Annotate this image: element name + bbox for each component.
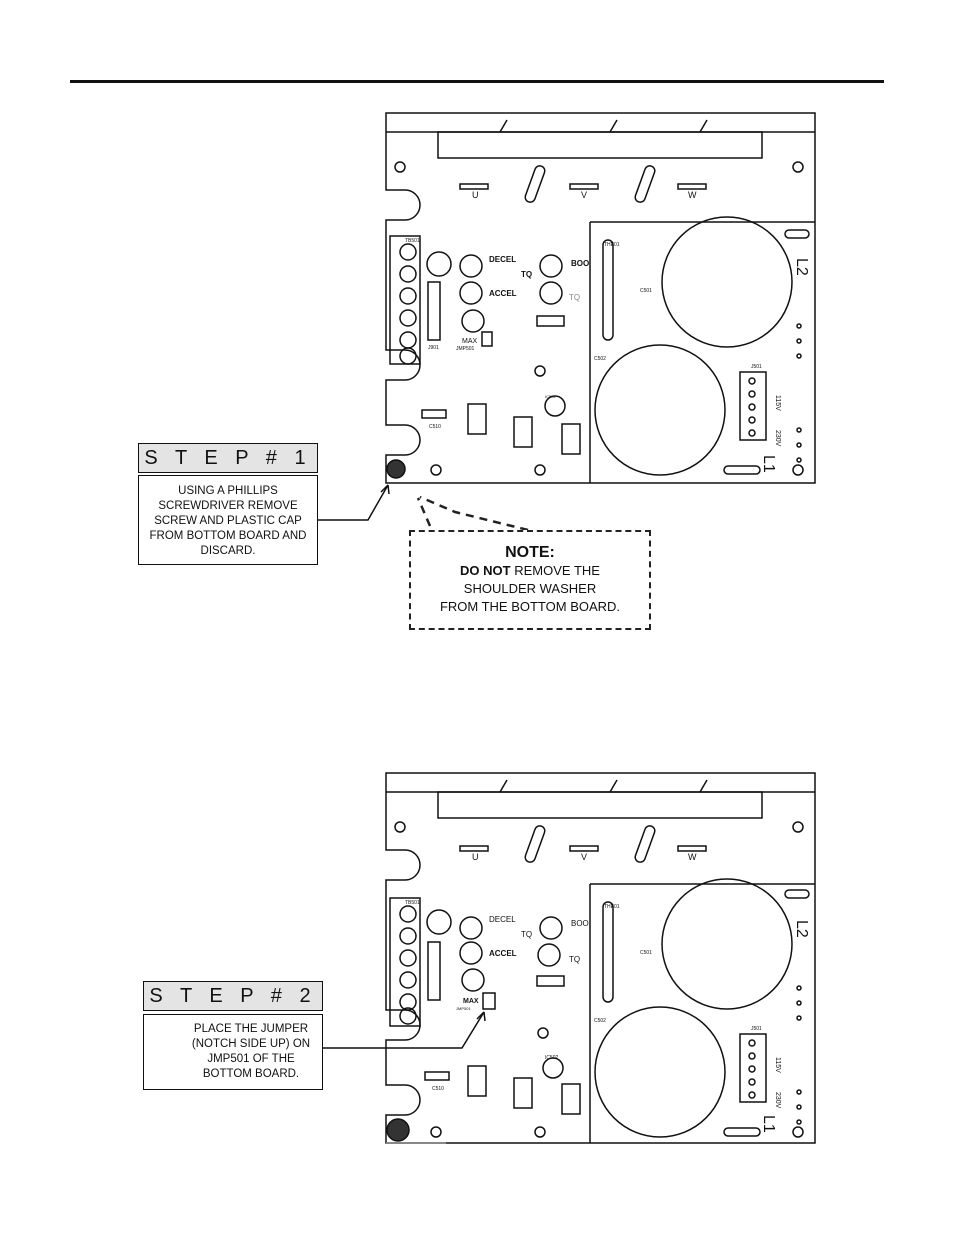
board1-w-label: W [688, 190, 697, 200]
step1-title: S T E P # 1 [138, 443, 318, 473]
board1-ic-label: IC502 [545, 394, 556, 399]
board2-tq-label: TQ [569, 955, 580, 964]
board2-boost-label: BOO [571, 919, 589, 928]
board2-w-label: W [688, 852, 697, 862]
board1-j501-label: J501 [751, 364, 762, 370]
board1-the-label: THE01 [604, 242, 620, 248]
board2-accel-label: ACCEL [489, 949, 517, 958]
board2-ic-label: IC502 [545, 1055, 559, 1061]
board2-230v-label: 230V [774, 1092, 781, 1109]
board1-j901-label: J901 [428, 345, 439, 351]
board2-max-label: MAX [463, 998, 479, 1005]
board1-c510-label: C510 [429, 424, 441, 430]
board1-l1-label: L1 [760, 455, 777, 473]
step2-title: S T E P # 2 [143, 981, 323, 1011]
board2-l2-label: L2 [793, 920, 810, 938]
note-leader [419, 495, 529, 532]
board1-boost-label: BOO [571, 259, 589, 268]
board1-max-label: MAX [462, 338, 478, 345]
board1-tq-led-label: TQ [521, 270, 532, 279]
note-box: NOTE: DO NOT REMOVE THE SHOULDER WASHER … [409, 530, 651, 630]
board2-decel-label: DECEL [489, 915, 516, 924]
board2-115v-label: 115V [774, 1057, 781, 1073]
board2-c502-label: C502 [594, 1018, 606, 1024]
note-line-1-text: REMOVE THE [510, 563, 600, 578]
board1-c502-label: C502 [594, 356, 606, 362]
board2-v-label: V [581, 852, 587, 862]
board1-115v-label: 115V [774, 395, 781, 411]
board1-230v-label: 230V [774, 430, 781, 447]
step1-instructions: USING A PHILLIPS SCREWDRIVER REMOVE SCRE… [138, 475, 318, 565]
board2-c510-label: C510 [432, 1086, 444, 1092]
board2-the-label: THE01 [604, 904, 620, 910]
board1-u-label: U [472, 190, 479, 200]
board2-c501-label: C501 [640, 950, 652, 956]
board1-l2-label: L2 [793, 258, 810, 276]
note-bold-text: DO NOT [460, 563, 511, 578]
board1-accel-label: ACCEL [489, 289, 517, 298]
board2-tb-label: TB501 [405, 900, 420, 906]
board1-tq-label: TQ [569, 293, 580, 302]
note-line-1: DO NOT REMOVE THE [411, 562, 649, 580]
board2-u-label: U [472, 852, 479, 862]
board2-j501-label: J501 [751, 1026, 762, 1032]
board1-v-label: V [581, 190, 587, 200]
board2-jmp-label: JMP501 [456, 1006, 471, 1011]
note-title: NOTE: [505, 544, 555, 561]
board2-l1-label: L1 [760, 1115, 777, 1133]
board1-c501-label: C501 [640, 288, 652, 294]
board2-tq-led-label: TQ [521, 930, 532, 939]
step2-leader [322, 1011, 485, 1049]
step1-leader [318, 484, 389, 521]
note-line-3: FROM THE BOTTOM BOARD. [439, 599, 621, 614]
note-line-2: SHOULDER WASHER [463, 581, 597, 596]
header-rule [70, 80, 884, 83]
step2-instructions: PLACE THE JUMPER (NOTCH SIDE UP) ON JMP5… [143, 1014, 323, 1090]
board1-tb-label: TB501 [405, 238, 420, 244]
board1-jmp-label: JMP501 [456, 346, 475, 352]
board1-decel-label: DECEL [489, 255, 516, 264]
